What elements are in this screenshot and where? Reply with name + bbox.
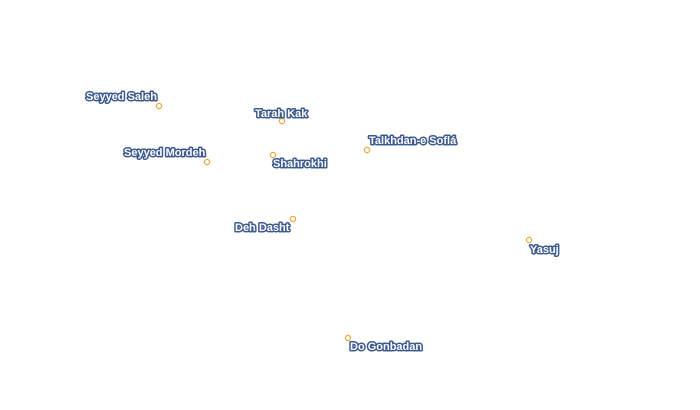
place-marker[interactable] (203, 158, 211, 166)
place-label: Seyyed Mordeh (124, 147, 206, 159)
place-talkhdan-e-sofla[interactable]: Talkhdan-e Soflá (363, 134, 459, 154)
place-yasuj[interactable]: Yasuj (525, 236, 560, 258)
place-seyyed-mordeh[interactable]: Seyyed Mordeh (123, 146, 211, 166)
place-marker[interactable] (363, 146, 371, 154)
place-label: Seyyed Saleh (86, 91, 157, 103)
place-label: Yasuj (530, 244, 559, 256)
place-label: Shahrokhi (273, 158, 327, 170)
place-marker[interactable] (278, 117, 286, 125)
place-marker[interactable] (344, 334, 352, 342)
place-do-gonbadan[interactable]: Do Gonbadan (344, 334, 424, 355)
place-label: Deh Dasht (235, 222, 290, 234)
place-seyyed-saleh[interactable]: Seyyed Saleh (85, 90, 163, 110)
place-shahrokhi[interactable]: Shahrokhi (269, 151, 328, 172)
place-marker[interactable] (155, 102, 163, 110)
place-tarah-kak[interactable]: Tarah Kak (254, 107, 310, 125)
place-label: Talkhdan-e Soflá (369, 135, 457, 147)
place-marker[interactable] (269, 151, 277, 159)
place-label: Do Gonbadan (350, 341, 422, 353)
place-marker[interactable] (525, 236, 533, 244)
place-label: Tarah Kak (255, 108, 308, 120)
place-marker[interactable] (289, 215, 297, 223)
place-deh-dasht[interactable]: Deh Dasht (234, 215, 297, 236)
